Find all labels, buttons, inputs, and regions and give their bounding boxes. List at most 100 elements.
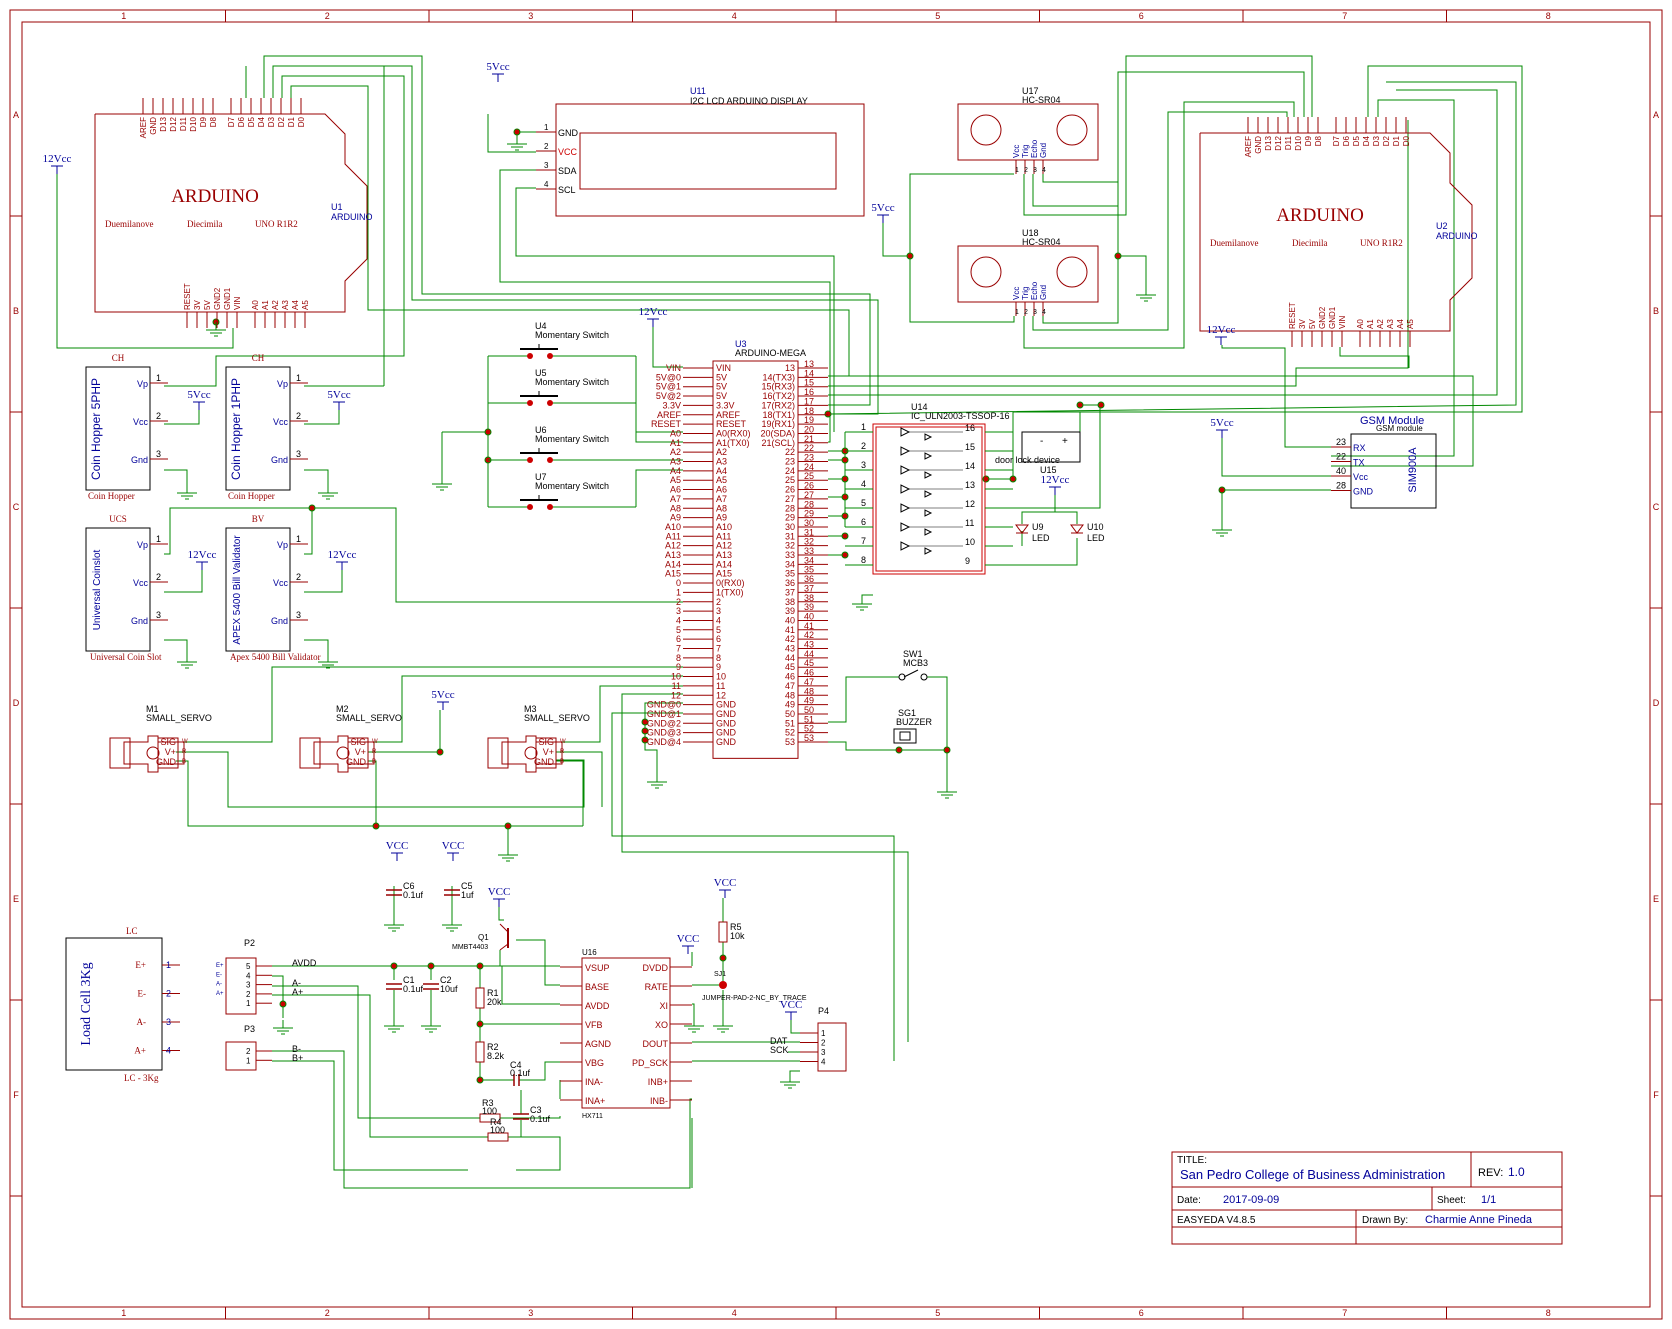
pin-function: 17(RX2) xyxy=(761,400,795,410)
pin-label: A13 xyxy=(665,550,681,560)
pin-function: 30 xyxy=(785,522,795,532)
pin-label: 39 xyxy=(804,602,814,612)
connector-body xyxy=(225,957,257,1015)
pin-label: E+ xyxy=(216,963,224,969)
pin-function: 16(TX2) xyxy=(762,391,795,401)
pin-label: Trig xyxy=(1021,287,1030,300)
ref-designator: U7 xyxy=(535,472,547,482)
servo-body xyxy=(535,737,557,769)
part-name: JUMPER-PAD-2-NC_BY_TRACE xyxy=(702,995,807,1002)
part-value: 1uf xyxy=(461,890,474,900)
drawn-value: Charmie Anne Pineda xyxy=(1425,1214,1533,1226)
pin-function: 22 xyxy=(785,447,795,457)
pin-number: 1 xyxy=(166,960,171,970)
part-name: IC_ULN2003-TSSOP-16 xyxy=(911,411,1010,421)
part-name: Momentary Switch xyxy=(535,481,609,491)
pin-label: GND@4 xyxy=(647,737,681,747)
pin-function: 43 xyxy=(785,644,795,654)
pin-number: 5 xyxy=(246,962,251,971)
pin-label: RATE xyxy=(645,982,668,992)
pin-label: 32 xyxy=(804,537,814,547)
pin-label: Gnd xyxy=(271,616,288,626)
pin-number: 1 xyxy=(861,422,866,432)
buzzer-core xyxy=(899,731,911,741)
wire xyxy=(635,469,683,507)
part-name: HC-SR04 xyxy=(1022,237,1061,247)
ground-symbol xyxy=(318,485,338,500)
pin-label: A7 xyxy=(670,494,681,504)
pin-label: D8 xyxy=(209,116,218,127)
part-value: 0.1uf xyxy=(530,1114,551,1124)
wire xyxy=(1042,174,1147,287)
wire xyxy=(498,906,504,921)
pin-label: TX xyxy=(1353,458,1365,468)
wire xyxy=(1055,511,1078,524)
pin-label: D2 xyxy=(277,116,286,127)
pin-number: 2 xyxy=(156,572,161,582)
pin-label: GND xyxy=(1353,487,1374,497)
pin-label: A5 xyxy=(1406,319,1415,329)
arduino-subtitle: Diecimila xyxy=(187,219,223,229)
ground-symbol xyxy=(780,1074,800,1089)
pin-number: 3 xyxy=(861,460,866,470)
pin-function: A10 xyxy=(716,522,732,532)
pin-function: GND xyxy=(716,718,737,728)
module-caption: Universal Coin Slot xyxy=(90,652,162,662)
wire xyxy=(272,994,488,1138)
module-label: Coin Hopper 1PHP xyxy=(229,378,243,480)
pin-label: 4 xyxy=(676,615,681,625)
pin-function: A7 xyxy=(716,494,727,504)
junction-dot xyxy=(436,748,444,756)
pin-number: 3 xyxy=(296,610,301,620)
frame-row-label: C xyxy=(1653,502,1660,512)
diode-symbol xyxy=(924,528,933,536)
pin-label: D12 xyxy=(1274,135,1283,150)
wire xyxy=(164,410,200,425)
ref-designator: U1 xyxy=(331,202,343,212)
pin-label: D4 xyxy=(257,116,266,127)
pin-number: 1 xyxy=(156,373,161,383)
sonar-transducer xyxy=(1056,256,1088,288)
wire xyxy=(909,256,1015,323)
u16-hx711: U16HX711VSUPBASEAVDDVFBAGNDVBGINA-INA+DV… xyxy=(560,948,692,1120)
pin-function: 45 xyxy=(785,662,795,672)
pin-label: A0 xyxy=(1356,319,1365,329)
power-flag: 5Vcc xyxy=(327,389,351,410)
module-outline xyxy=(85,366,151,491)
ground-symbol xyxy=(647,774,667,789)
wire xyxy=(828,89,1498,396)
pin-label: A10 xyxy=(665,522,681,532)
part-name: SMALL_SERVO xyxy=(336,713,402,723)
pin-function: 0(RX0) xyxy=(716,578,745,588)
junction-dot xyxy=(641,727,649,735)
pin-label: 37 xyxy=(804,583,814,593)
junction-dot xyxy=(308,504,316,512)
pin-label: E- xyxy=(138,989,147,999)
wire xyxy=(1012,411,1081,432)
title-block-frame xyxy=(1171,1151,1563,1245)
wire xyxy=(828,676,899,723)
document-title: San Pedro College of Business Administra… xyxy=(1180,1167,1445,1182)
pin-function: A1(TX0) xyxy=(716,438,750,448)
pin-label: 49 xyxy=(804,696,814,706)
pin-label: INA- xyxy=(585,1077,603,1087)
pin-label: Vcc xyxy=(1012,145,1021,158)
pin-label: 6 xyxy=(676,634,681,644)
pin-label: D9 xyxy=(1304,135,1313,146)
wire xyxy=(263,55,871,406)
junction-dot xyxy=(1097,401,1105,409)
wire xyxy=(556,751,603,807)
junction-dot xyxy=(841,475,849,483)
pin-function: A5 xyxy=(716,475,727,485)
frame-row-label: C xyxy=(13,502,20,512)
junction-dot xyxy=(982,475,990,483)
wire xyxy=(861,594,873,596)
pin-label: D6 xyxy=(237,116,246,127)
